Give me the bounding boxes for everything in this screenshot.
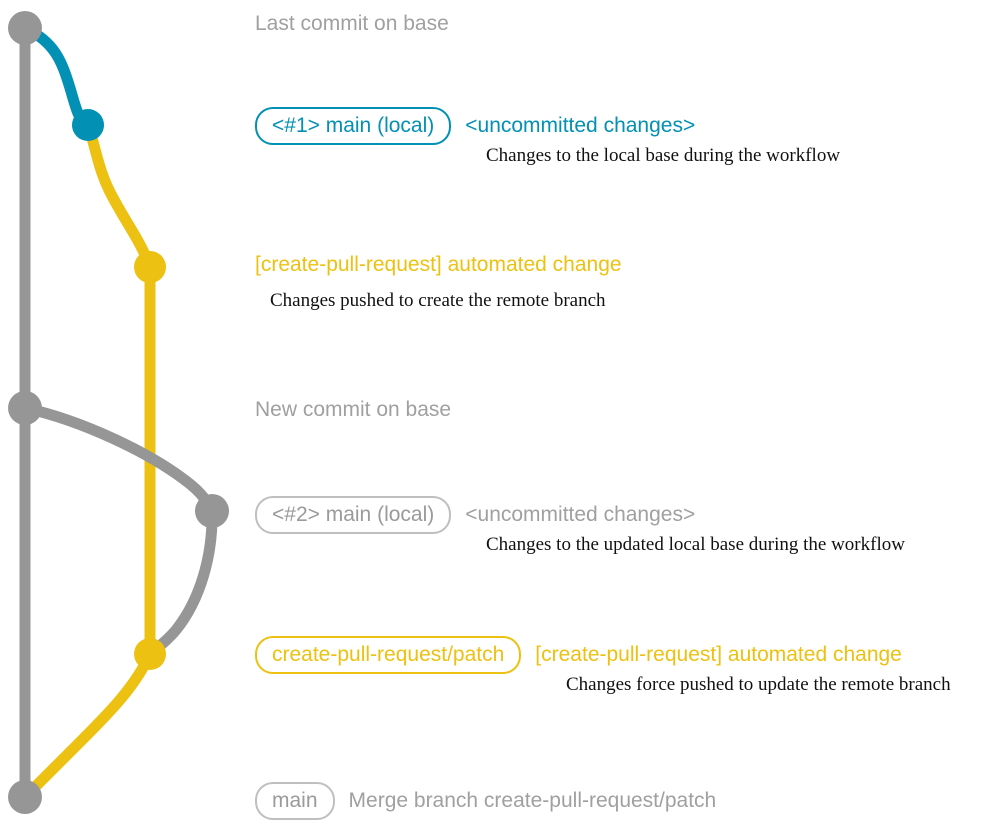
annotation-automated-change-2: create-pull-request/patch [create-pull-r… bbox=[255, 636, 902, 675]
branch-pill-local-main-1[interactable]: <#1> main (local) bbox=[255, 107, 452, 146]
commit-node-base-last bbox=[8, 11, 42, 45]
heading-last-commit-on-base: Last commit on base bbox=[255, 12, 449, 35]
branch-pill-create-pull-request-patch[interactable]: create-pull-request/patch bbox=[255, 636, 522, 675]
teal-branch-line bbox=[19, 22, 94, 131]
branch-pill-main[interactable]: main bbox=[255, 782, 335, 821]
description-text-local-main-1: Changes to the local base during the wor… bbox=[486, 145, 841, 166]
headline-automated-change-2: [create-pull-request] automated change bbox=[535, 642, 902, 666]
annotation-automated-change-1: [create-pull-request] automated change bbox=[255, 253, 622, 277]
headline-merge-commit: Merge branch create-pull-request/patch bbox=[348, 788, 717, 812]
annotation-last-commit-on-base: Last commit on base bbox=[255, 12, 449, 36]
commit-node-local-main-1 bbox=[72, 109, 104, 141]
description-automated-change-1: Changes pushed to create the remote bran… bbox=[270, 290, 606, 312]
base-to-local2-line bbox=[19, 402, 218, 517]
description-text-local-main-2: Changes to the updated local base during… bbox=[486, 534, 905, 555]
description-local-main-2: Changes to the updated local base during… bbox=[486, 534, 905, 556]
commit-nodes bbox=[8, 11, 229, 814]
headline-uncommitted-changes-1: <uncommitted changes> bbox=[465, 113, 696, 137]
description-automated-change-2: Changes force pushed to update the remot… bbox=[566, 674, 951, 696]
commit-node-patch-2 bbox=[134, 638, 166, 670]
branch-pill-local-main-2[interactable]: <#2> main (local) bbox=[255, 496, 452, 535]
description-text-automated-change-2: Changes force pushed to update the remot… bbox=[566, 674, 951, 695]
commit-graph bbox=[8, 11, 229, 814]
patch2-to-merge-line bbox=[19, 648, 156, 803]
heading-new-commit-on-base: New commit on base bbox=[255, 398, 452, 421]
commit-node-merge bbox=[8, 780, 42, 814]
yellow-branch-line-upper bbox=[82, 119, 156, 660]
annotation-local-main-1: <#1> main (local) <uncommitted changes> bbox=[255, 107, 696, 146]
description-local-main-1: Changes to the local base during the wor… bbox=[486, 145, 840, 167]
commit-node-base-new bbox=[8, 391, 42, 425]
headline-uncommitted-changes-2: <uncommitted changes> bbox=[465, 502, 696, 526]
description-text-automated-change-1: Changes pushed to create the remote bran… bbox=[270, 290, 606, 311]
commit-node-patch-1 bbox=[134, 251, 166, 283]
annotation-merge-commit: main Merge branch create-pull-request/pa… bbox=[255, 782, 717, 821]
heading-automated-change-1: [create-pull-request] automated change bbox=[255, 253, 622, 276]
annotation-new-commit-on-base: New commit on base bbox=[255, 398, 451, 422]
annotation-local-main-2: <#2> main (local) <uncommitted changes> bbox=[255, 496, 696, 535]
local2-to-patch2-line bbox=[144, 505, 218, 660]
commit-node-local-main-2 bbox=[195, 494, 229, 528]
